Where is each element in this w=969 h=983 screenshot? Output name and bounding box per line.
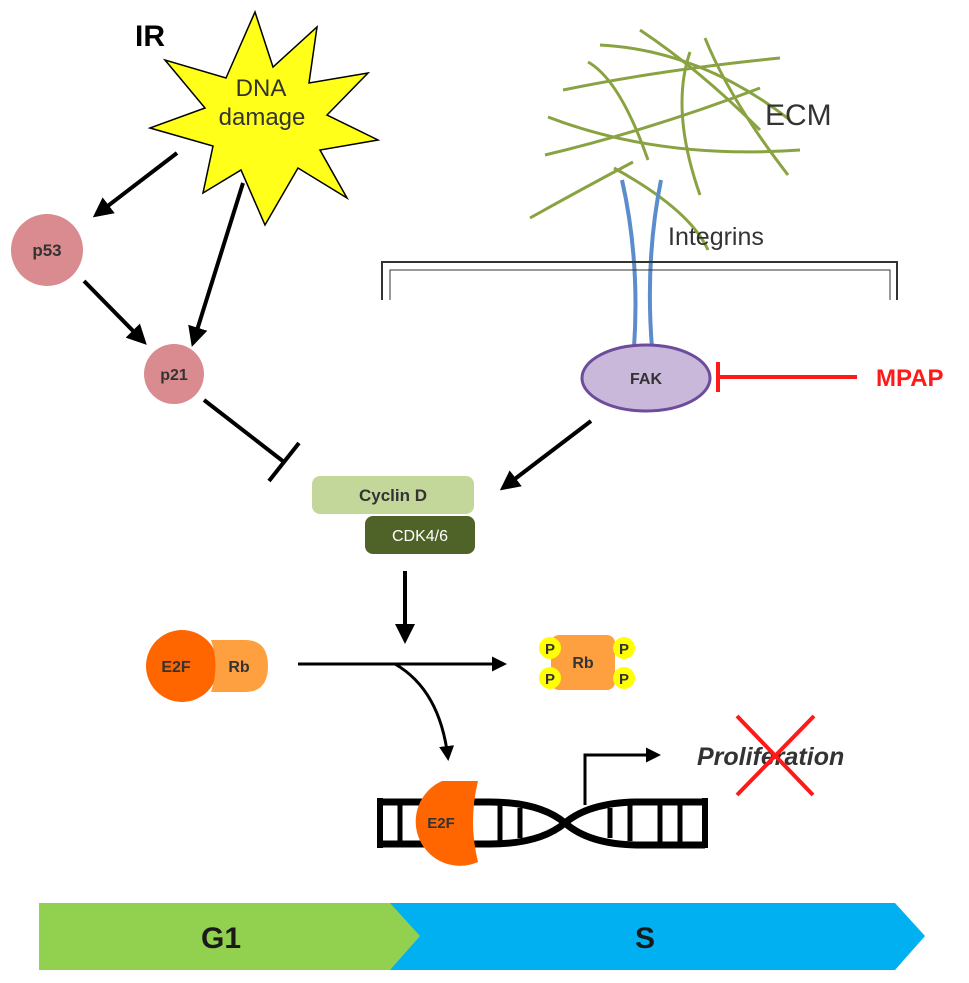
ir-label: IR (135, 20, 165, 53)
inhibit-p21-to-cyclin (202, 398, 286, 464)
rb-label: Rb (228, 659, 250, 676)
integrins (620, 179, 663, 349)
dna-damage-label-2: damage (219, 104, 306, 131)
transcription-start-arrow (583, 747, 661, 805)
cyclin-d-label: Cyclin D (359, 486, 427, 505)
phase-s-arrow (378, 903, 925, 970)
phosphate-top-right (613, 637, 635, 659)
phosphate-groups: P P P P (539, 637, 635, 689)
phosphate-bottom-left (539, 667, 561, 689)
dna-damage-starburst (147, 9, 381, 227)
phospho-rb-label: Rb (572, 655, 594, 672)
p21-node (144, 344, 204, 404)
proliferation-label: Proliferation (697, 743, 844, 771)
e2f-label: E2F (161, 659, 191, 676)
p-br: P (619, 671, 629, 688)
p21-label: p21 (160, 367, 188, 384)
membrane-bracket (381, 261, 898, 300)
cdk46-label: CDK4/6 (392, 528, 448, 545)
integrins-label: Integrins (668, 223, 764, 251)
ecm-fibers (529, 28, 801, 251)
e2f-on-dna (415, 781, 478, 866)
membrane-bracket-inner (389, 269, 891, 300)
phosphate-top-left (539, 637, 561, 659)
phosphate-bottom-right (613, 667, 635, 689)
mpap-label: MPAP (876, 365, 944, 392)
p-tr: P (619, 641, 629, 658)
arrow-p53-to-p21 (82, 279, 147, 345)
p-bl: P (545, 671, 555, 688)
phase-g1-arrow (39, 903, 420, 970)
cyclin-d-box (312, 476, 474, 514)
arrow-dna-to-p21 (188, 182, 245, 347)
arrow-dna-to-p53 (92, 151, 179, 218)
fak-node (580, 343, 712, 413)
phase-s-label: S (635, 922, 655, 955)
release-arrow (394, 662, 455, 761)
cdk46-box (365, 516, 475, 554)
e2f-dna-label: E2F (427, 815, 455, 832)
phospho-rb-body (551, 635, 615, 690)
dna-damage-label-1: DNA (236, 75, 287, 102)
fak-label: FAK (630, 371, 662, 388)
e2f-rb-complex-e2f (146, 630, 218, 702)
inhibit-bar-p21 (267, 441, 301, 483)
arrow-fak-to-cyclin (499, 419, 593, 491)
e2f-rb-complex-rb (211, 640, 268, 692)
p53-node (11, 214, 83, 286)
dna-helix (377, 798, 708, 849)
p-tl: P (545, 641, 555, 658)
phase-g1-label: G1 (201, 922, 241, 955)
cross-line-2 (735, 714, 816, 797)
ecm-label: ECM (765, 99, 832, 132)
p53-label: p53 (32, 241, 61, 260)
